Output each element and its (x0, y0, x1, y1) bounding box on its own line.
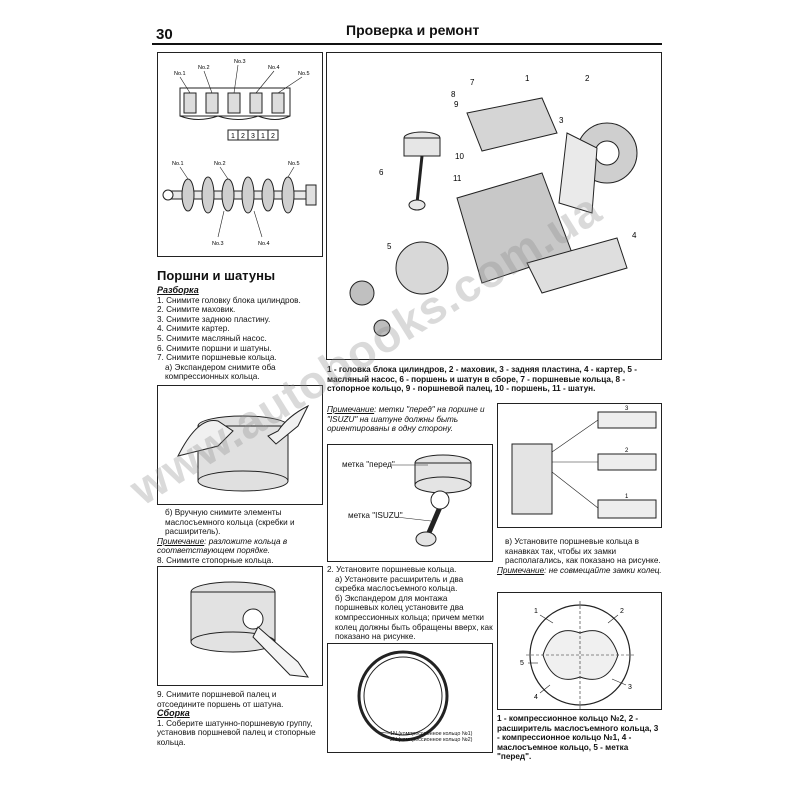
callout-9: 9 (454, 100, 459, 109)
ring-type-3: 3 (625, 406, 629, 412)
ring-types-illustration: 3 2 1 (511, 406, 657, 519)
disassembly-heading: Разборка (157, 285, 199, 295)
gap-label-1: 1 (534, 608, 538, 615)
crank-bottom-label-3: No.5 (288, 161, 300, 167)
step-2: 2. Снимите маховик. (157, 305, 236, 315)
crank-bottom-label-1: No.1 (172, 161, 184, 167)
crank-bottom-label-4: No.3 (212, 241, 224, 247)
callout-2: 2 (585, 74, 590, 83)
mid-note: Примечание: метки "перед" на поршне и "I… (327, 405, 493, 434)
figure-ring-gaps: 1 2 5 3 4 (497, 592, 662, 710)
figure-ring-expander (157, 385, 323, 505)
gap-label-3: 3 (628, 684, 632, 691)
ring-gaps-illustration: 1 2 5 3 4 (520, 601, 634, 709)
callout-6: 6 (379, 168, 384, 177)
step-8: 8. Снимите стопорные кольца. (157, 555, 274, 565)
crank-top-label-4: No.4 (268, 65, 280, 71)
note-1-label: Примечание (157, 536, 205, 546)
right-note-label: Примечание (497, 565, 545, 575)
left-mid-text: б) Вручную снимите элементы маслосъемног… (157, 508, 325, 566)
callout-3: 3 (559, 116, 564, 125)
left-bottom-text: 9. Снимите поршневой палец и отсоедините… (157, 690, 325, 748)
callout-1: 1 (525, 74, 530, 83)
mid-step-2: 2. Установите поршневые кольца. (327, 565, 457, 574)
gap-label-2: 2 (620, 608, 624, 615)
section-title: Поршни и шатуны (157, 268, 276, 283)
gap-label-5: 5 (520, 660, 524, 667)
crank-top-label-1: No.1 (174, 71, 186, 77)
figure-engine-exploded: 7 8 9 10 11 6 1 2 3 4 5 (326, 52, 662, 360)
gap-label-4: 4 (534, 694, 538, 701)
order-box-1: 1 (231, 133, 235, 140)
callout-11: 11 (453, 174, 462, 183)
step-4: 4. Снимите картер. (157, 324, 230, 334)
crank-top-label-5: No.5 (298, 71, 310, 77)
mid-steps: 2. Установите поршневые кольца. а) Устан… (327, 565, 493, 642)
ring-marks-illustration (357, 650, 449, 742)
header-rule (152, 43, 662, 45)
step-9: 9. Снимите поршневой палец и отсоедините… (157, 690, 284, 709)
order-box-2: 2 (241, 133, 245, 140)
step-5: 5. Снимите масляный насос. (157, 333, 267, 343)
ring-label-block: 1N (компрессионное кольцо №1) 2N (компре… (390, 731, 472, 744)
piston-marks-illustration (390, 454, 472, 547)
ring-label-2: 2N (компрессионное кольцо №2) (390, 737, 473, 744)
callout-4: 4 (632, 231, 637, 240)
ring-gaps-caption: 1 - компрессионное кольцо №2, 2 - расшир… (497, 714, 659, 762)
ring-label-1: 1N (компрессионное кольцо №1) (390, 731, 473, 737)
snap-ring-illustration (190, 581, 310, 678)
ring-type-2: 2 (625, 448, 629, 454)
order-box-3: 3 (251, 133, 255, 140)
figure-crankshaft: 1 2 3 1 2 No.1 No.2 No.3 No.4 No.5 (157, 52, 323, 257)
callout-8: 8 (451, 90, 456, 99)
right-note: Примечание: не совмещайте замки колец. (497, 566, 662, 576)
crank-top-label-3: No.3 (234, 59, 246, 65)
callout-5: 5 (387, 242, 392, 251)
assembly-heading: Сборка (157, 708, 190, 719)
callout-7: 7 (470, 78, 475, 87)
figure-piston-marks: метка "перед" метка "ISUZU" (327, 444, 493, 562)
step-1: 1. Снимите головку блока цилиндров. (157, 295, 301, 305)
callout-10: 10 (455, 152, 464, 161)
note-1: Примечание: разложите кольца в соответст… (157, 537, 325, 556)
page-number: 30 (156, 26, 173, 43)
crank-top-label-2: No.2 (198, 65, 210, 71)
mid-note-text: : метки "перед" на поршне и "ISUZU" на ш… (327, 405, 485, 434)
mid-step-2b: б) Экспандером для монтажа поршневых кол… (335, 593, 493, 642)
order-box-5: 2 (271, 133, 275, 140)
ring-type-1: 1 (625, 494, 629, 500)
step-6: 6. Снимите поршни и шатуны. (157, 343, 272, 353)
crankshaft-illustration: 1 2 3 1 2 No.1 No.2 No.3 No.4 No.5 (162, 59, 317, 247)
figure-ring-types: 3 2 1 (497, 403, 662, 528)
right-mid-text: в) Установите поршневые кольца в канавка… (497, 537, 662, 575)
assembly-step-1: 1. Соберите шатунно-поршневую группу, ус… (157, 718, 316, 747)
note-1-text: : разложите кольца в соответствующем пор… (157, 536, 288, 556)
step-7a: а) Экспандером снимите оба компрессионны… (165, 362, 276, 382)
crank-bottom-label-2: No.2 (214, 161, 226, 167)
right-note-text: : не совмещайте замки колец. (544, 565, 662, 575)
crank-bottom-label-5: No.4 (258, 241, 270, 247)
label-front-mark: метка "перед" (342, 460, 395, 469)
figure-snap-ring (157, 566, 323, 686)
engine-exploded-illustration: 7 8 9 10 11 6 1 2 3 4 5 (349, 74, 638, 337)
step-7b: б) Вручную снимите элементы маслосъемног… (165, 508, 295, 537)
page-title: Проверка и ремонт (346, 22, 480, 38)
disassembly-block: Разборка 1. Снимите головку блока цилинд… (157, 285, 325, 382)
step-7: 7. Снимите поршневые кольца. (157, 353, 277, 363)
mid-note-label: Примечание (327, 405, 375, 414)
engine-figure-caption: 1 - головка блока цилиндров, 2 - маховик… (327, 365, 637, 394)
step-3: 3. Снимите заднюю пластину. (157, 314, 271, 324)
label-isuzu-mark: метка "ISUZU" (348, 511, 403, 520)
figure-ring-marks: 1N (компрессионное кольцо №1) 2N (компре… (327, 643, 493, 753)
mid-step-2a: а) Установите расширитель и два скребка … (335, 574, 464, 594)
ring-expander-illustration (177, 404, 310, 492)
right-step-c: в) Установите поршневые кольца в канавка… (505, 537, 661, 566)
order-box-4: 1 (261, 133, 265, 140)
